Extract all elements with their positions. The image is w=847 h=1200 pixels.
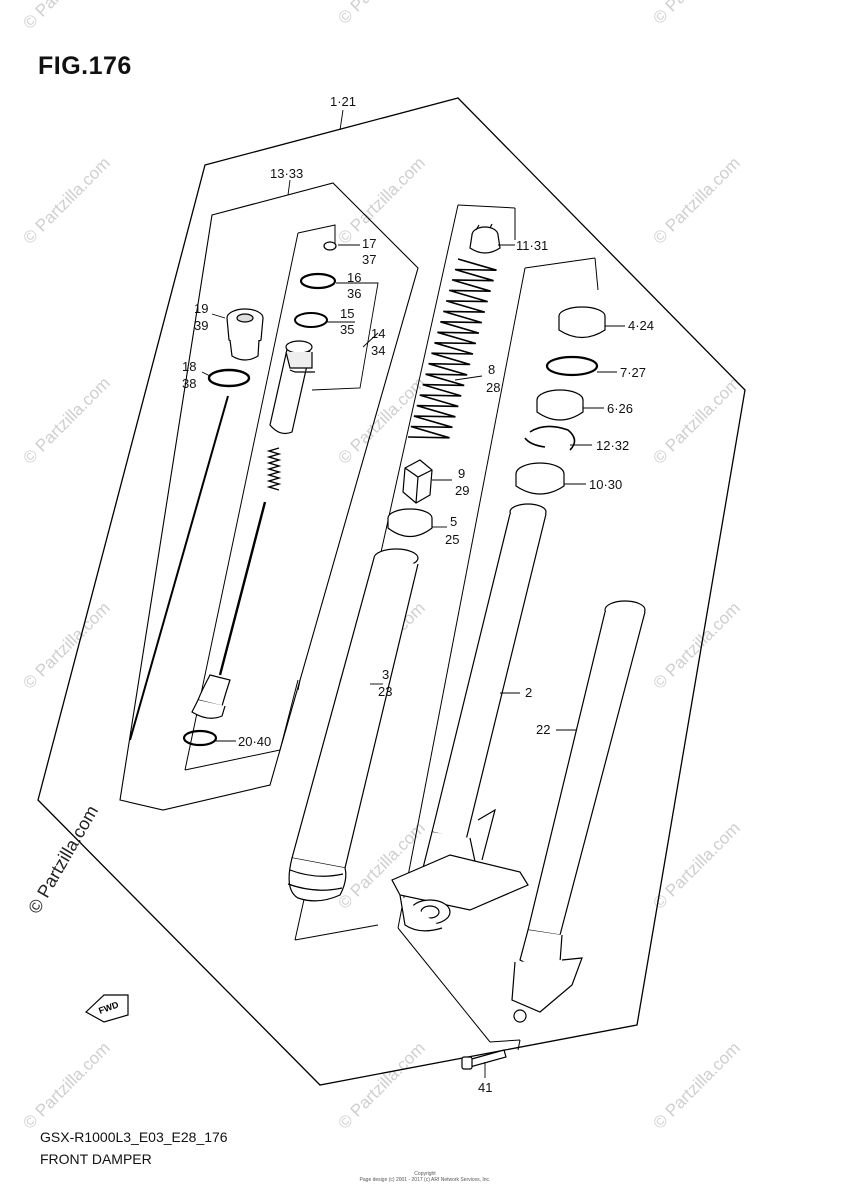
model-code: GSX-R1000L3_E03_E28_176	[40, 1129, 228, 1145]
forward-arrow-icon: FWD	[84, 994, 129, 1023]
callout-label: 8	[488, 362, 495, 377]
callout-label: 18	[182, 359, 196, 374]
damper-rod	[129, 395, 229, 741]
o-ring-15	[294, 312, 328, 328]
callout-label: 1·21	[330, 94, 356, 109]
cylinder-assembly	[129, 241, 337, 747]
rebound-spring	[266, 447, 282, 491]
watermark: © Partzilla.com	[19, 373, 113, 467]
oil-seal-6	[536, 389, 584, 421]
callout-label: 9	[458, 466, 465, 481]
watermark: © Partzilla.com	[334, 0, 428, 28]
cap-bolt-19	[226, 308, 264, 361]
bolt-41	[461, 1049, 507, 1070]
callout-label: 3	[382, 667, 389, 682]
callout-label: 15	[340, 306, 354, 321]
callout-label: 28	[486, 380, 500, 395]
watermark: © Partzilla.com	[334, 1038, 428, 1132]
spacer-9	[402, 459, 433, 504]
bushing-5	[387, 508, 433, 538]
copyright-line: Page design (c) 2001 - 2017 (c) ARI Netw…	[359, 1177, 491, 1183]
callout-label: 5	[450, 514, 457, 529]
callout-label: 7·27	[620, 365, 646, 380]
callout-label: 4·24	[628, 318, 654, 333]
o-ring-18	[207, 368, 251, 388]
washer-7	[545, 355, 599, 377]
o-ring-16	[299, 272, 337, 290]
watermark: © Partzilla.com	[649, 1038, 743, 1132]
callout-label: 6·26	[607, 401, 633, 416]
fork-spring-8	[407, 258, 497, 439]
diagram-name: FRONT DAMPER	[40, 1151, 152, 1167]
callout-label: 16	[347, 270, 361, 285]
leader-lines	[201, 109, 625, 1078]
watermark: © Partzilla.com	[19, 1038, 113, 1132]
copyright-notice: Copyright Page design (c) 2001 - 2017 (c…	[340, 1171, 510, 1183]
watermark: © Partzilla.com	[649, 0, 743, 28]
callout-label: 39	[194, 318, 208, 333]
copyright-line: Copyright	[414, 1171, 436, 1177]
callout-label: 19	[194, 301, 208, 316]
watermark-prominent: © Partzilla.com	[24, 802, 102, 917]
watermark: © Partzilla.com	[334, 153, 428, 247]
watermark: © Partzilla.com	[19, 153, 113, 247]
callout-label: 38	[182, 376, 196, 391]
right-column	[511, 306, 646, 1023]
callout-label: 25	[445, 532, 459, 547]
watermark: © Partzilla.com	[19, 598, 113, 692]
watermark: © Partzilla.com	[334, 373, 428, 467]
callout-label: 41	[478, 1080, 492, 1095]
watermark: © Partzilla.com	[19, 0, 113, 33]
inner-tube-2	[391, 503, 547, 932]
bushing-4	[558, 306, 606, 339]
assembly-outline-1-21	[37, 97, 746, 1086]
callout-label: 20·40	[238, 734, 271, 749]
piston-rod	[191, 501, 267, 719]
damper-cylinder-14	[269, 340, 315, 435]
o-ring-20	[182, 729, 218, 747]
dust-seal-10	[515, 462, 565, 495]
callout-label: 11·31	[516, 238, 548, 253]
figure-title: FIG.176	[38, 52, 132, 80]
callout-label: 23	[378, 684, 392, 699]
callout-labels: 1·21 13·33 17 37 16 36 15 35 14 34 19 39…	[182, 94, 654, 1095]
watermark: © Partzilla.com	[649, 373, 743, 467]
watermark: © Partzilla.com	[649, 153, 743, 247]
callout-label: 36	[347, 286, 361, 301]
callout-label: 10·30	[589, 477, 622, 492]
inner-tube-22	[511, 600, 646, 1023]
nut-17	[323, 241, 337, 251]
callout-label: 14	[371, 326, 385, 341]
assembly-outline-13-33	[119, 182, 419, 811]
callout-label: 12·32	[596, 438, 629, 453]
callout-label: 37	[362, 252, 376, 267]
outer-tube-3	[287, 548, 419, 902]
callout-label: 29	[455, 483, 469, 498]
stopper-ring-12	[524, 425, 576, 451]
center-column	[287, 223, 501, 902]
callout-label: 17	[362, 236, 376, 251]
callout-label: 22	[536, 722, 550, 737]
callout-label: 35	[340, 322, 354, 337]
spring-guide-11	[469, 223, 501, 254]
callout-label: 13·33	[270, 166, 303, 181]
callout-label: 34	[371, 343, 385, 358]
watermark: © Partzilla.com	[649, 598, 743, 692]
callout-label: 2	[525, 685, 532, 700]
